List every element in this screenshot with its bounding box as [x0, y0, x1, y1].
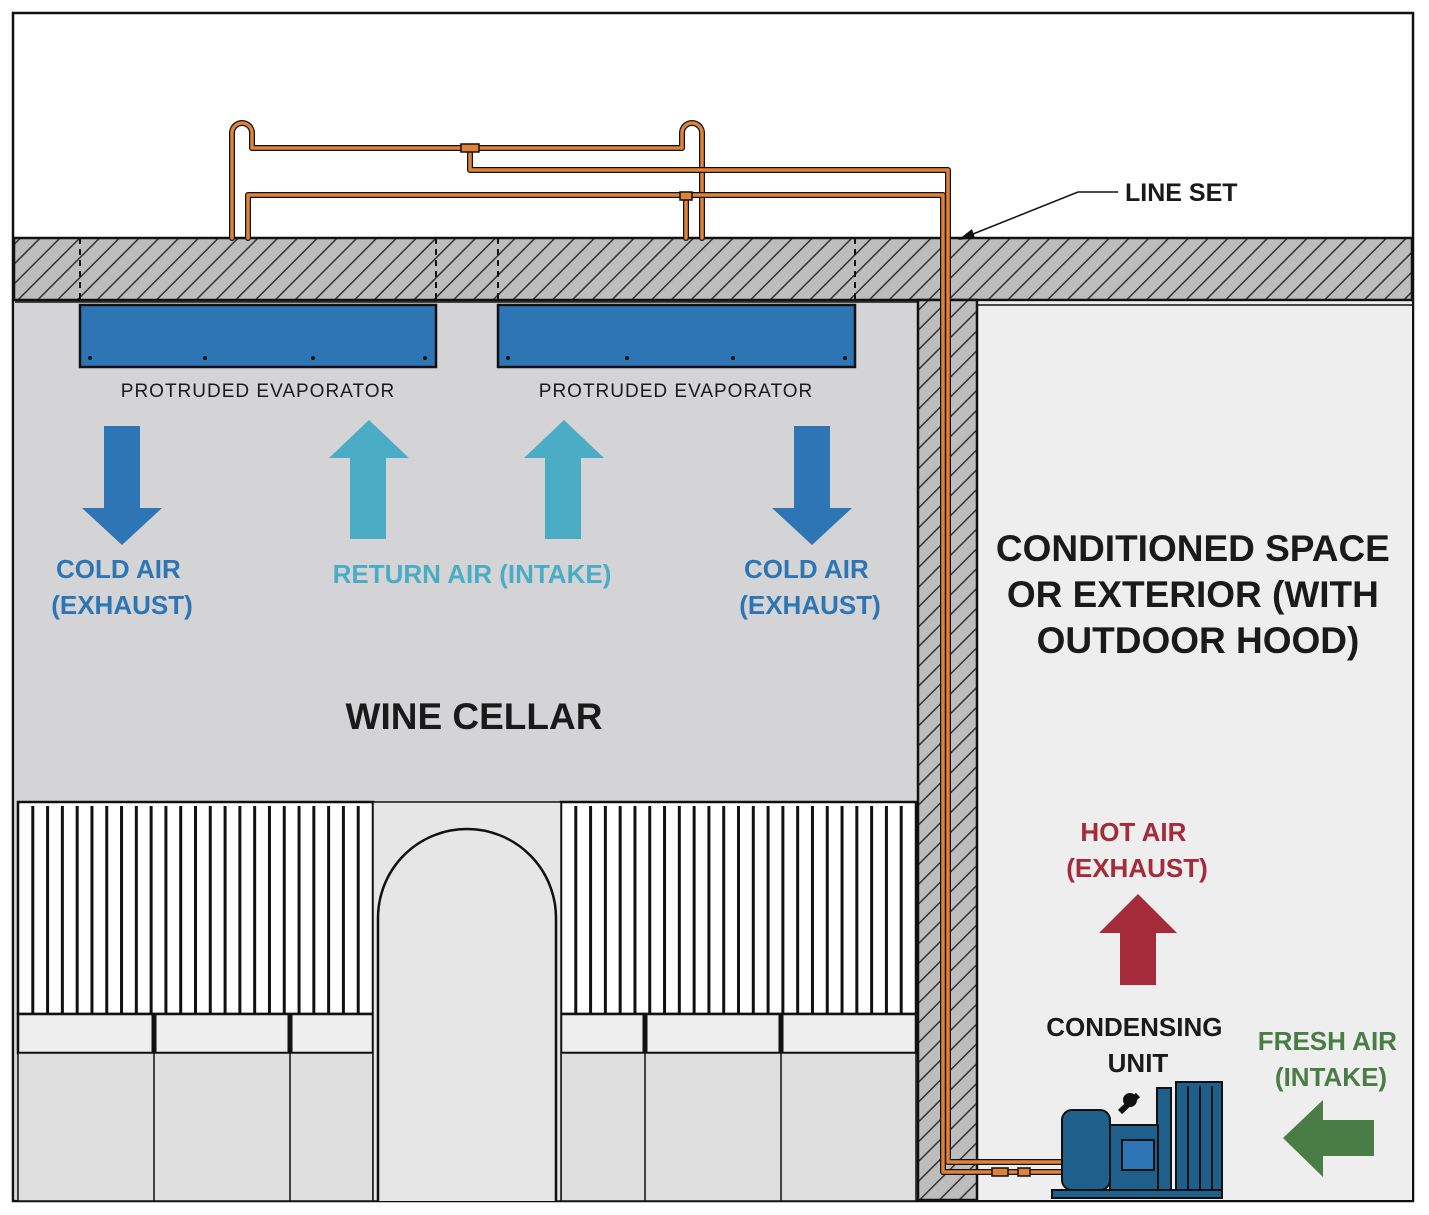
fresh-air-arrow: [1283, 1100, 1374, 1177]
conditioned-space-room: [978, 302, 1412, 1200]
cold-air-arrow-right: [772, 426, 852, 545]
return-air-arrow-left: [329, 420, 409, 539]
evaporator-left-label: PROTRUDED EVAPORATOR: [121, 381, 395, 402]
evaporator-right-label: PROTRUDED EVAPORATOR: [539, 381, 813, 402]
hot-air-arrow: [1099, 894, 1177, 985]
conditioned-space-label: CONDITIONED SPACE OR EXTERIOR (WITH OUTD…: [996, 528, 1400, 661]
fresh-air-label: FRESH AIR (INTAKE): [1258, 1026, 1404, 1092]
arch-doorway: [372, 801, 562, 1202]
line-set-leader: [958, 191, 1118, 240]
ceiling-slab: [12, 236, 1414, 302]
return-air-arrow-right: [524, 420, 604, 539]
return-air-label: RETURN AIR (INTAKE): [333, 559, 612, 589]
wine-rack-left: [16, 800, 375, 1202]
cold-air-arrow-left: [82, 426, 162, 545]
wine-rack-right: [559, 800, 918, 1202]
condensing-unit: [1051, 1081, 1223, 1199]
evaporator-right: [496, 303, 857, 369]
line-set-label: LINE SET: [1125, 179, 1238, 207]
cold-air-left-label: COLD AIR (EXHAUST): [51, 554, 193, 620]
wine-cellar-label: WINE CELLAR: [346, 696, 603, 737]
hot-air-label: HOT AIR (EXHAUST): [1066, 817, 1208, 883]
cold-air-right-label: COLD AIR (EXHAUST): [739, 554, 881, 620]
evaporator-left: [78, 303, 438, 369]
condensing-unit-label: CONDENSING UNIT: [1046, 1012, 1229, 1078]
